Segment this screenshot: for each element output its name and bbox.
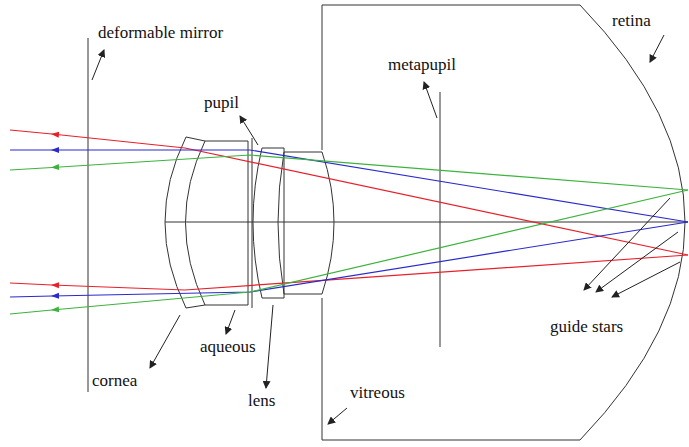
pupil-label: pupil bbox=[204, 94, 239, 113]
lens-label: lens bbox=[248, 392, 275, 411]
aqueous bbox=[205, 141, 248, 305]
aqueous-label: aqueous bbox=[200, 338, 256, 357]
optical-axis bbox=[165, 222, 688, 223]
metapupil-plane bbox=[440, 92, 441, 347]
leader-lines bbox=[92, 35, 680, 424]
eyeball bbox=[322, 5, 685, 440]
guide-stars-label: guide stars bbox=[550, 318, 623, 337]
eye-outline bbox=[88, 5, 688, 440]
rays bbox=[10, 130, 688, 314]
metapupil-label: metapupil bbox=[388, 56, 456, 75]
lens-front bbox=[253, 148, 284, 298]
mirror-line bbox=[88, 38, 89, 392]
mirror-label: deformable mirror bbox=[98, 24, 223, 43]
cornea bbox=[165, 137, 205, 308]
lens-back bbox=[284, 152, 334, 294]
retina-label: retina bbox=[612, 12, 651, 31]
vitreous-label: vitreous bbox=[350, 384, 405, 403]
cornea-label: cornea bbox=[92, 372, 137, 391]
pupil-stop bbox=[252, 138, 253, 308]
